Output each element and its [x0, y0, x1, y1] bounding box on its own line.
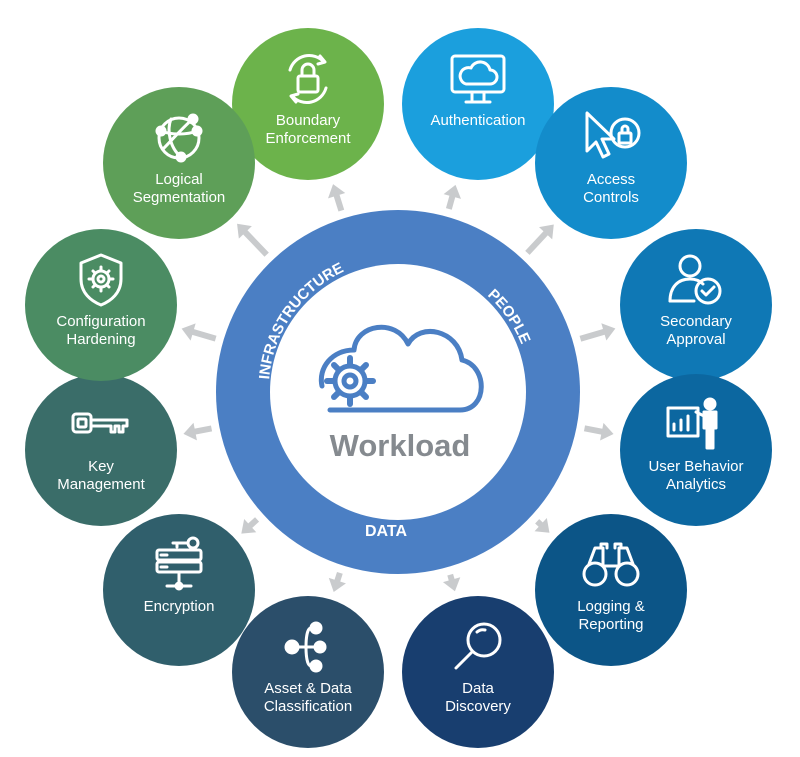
- node-data-discovery: Data Discovery: [402, 596, 554, 748]
- arrow-head: [600, 422, 614, 441]
- arrow-head: [328, 577, 346, 593]
- node-label: Key Management: [57, 458, 145, 493]
- node-label: Secondary Approval: [660, 313, 732, 348]
- central-core: [270, 264, 526, 520]
- cursor-lock-icon: [535, 109, 687, 167]
- arrow-shaft: [525, 228, 551, 255]
- branch-icon: [232, 618, 384, 676]
- node-label: Authentication: [430, 112, 526, 129]
- cloud-gear-icon: [318, 324, 484, 413]
- arrow-head: [241, 518, 257, 534]
- node-access-controls: Access Controls: [535, 87, 687, 239]
- arrow-head: [183, 422, 197, 441]
- shield-gear-icon: [25, 251, 177, 309]
- arrow-shaft: [188, 327, 217, 342]
- arrow-shaft: [579, 327, 609, 342]
- monitor-cloud-icon: [402, 50, 554, 108]
- node-boundary-enforcement: Boundary Enforcement: [232, 28, 384, 180]
- node-label: Configuration Hardening: [56, 313, 146, 348]
- binoculars-icon: [535, 536, 687, 594]
- node-logging-reporting: Logging & Reporting: [535, 514, 687, 666]
- presenter-chart-icon: [620, 396, 772, 454]
- user-check-icon: [620, 251, 772, 309]
- node-label: Access Controls: [583, 171, 639, 206]
- node-label: Logical Segmentation: [132, 171, 226, 206]
- key-icon: [25, 396, 177, 454]
- arrow-head: [539, 224, 554, 240]
- arrow-head: [601, 323, 616, 341]
- node-label: Boundary Enforcement: [265, 112, 351, 147]
- node-authentication: Authentication: [402, 28, 554, 180]
- node-user-behavior-analytics: User Behavior Analytics: [620, 374, 772, 526]
- node-label: Asset & Data Classification: [263, 680, 353, 715]
- arrow-head: [328, 184, 346, 199]
- node-configuration-hardening: Configuration Hardening: [25, 229, 177, 381]
- connector-arrows: [181, 184, 616, 593]
- center-title: Workload: [329, 428, 471, 463]
- node-label: Data Discovery: [445, 680, 511, 715]
- node-secondary-approval: Secondary Approval: [620, 229, 772, 381]
- lock-cycle-icon: [232, 50, 384, 108]
- node-label: Encryption: [143, 598, 215, 615]
- network-globe-icon: [103, 109, 255, 167]
- ring-label-data: DATA: [365, 523, 408, 540]
- arrow-head: [237, 223, 252, 239]
- arrow-head: [443, 184, 461, 199]
- arrow-head: [442, 577, 461, 592]
- node-label: Logging & Reporting: [577, 598, 645, 633]
- node-key-management: Key Management: [25, 374, 177, 526]
- node-encryption: Encryption: [103, 514, 255, 666]
- magnifier-icon: [402, 618, 554, 676]
- arrow-head: [534, 518, 550, 533]
- node-asset-data-classification: Asset & Data Classification: [232, 596, 384, 748]
- node-logical-segmentation: Logical Segmentation: [103, 87, 255, 239]
- arrow-head: [181, 323, 196, 341]
- arrow-shaft: [240, 227, 269, 257]
- server-key-icon: [103, 536, 255, 594]
- node-label: User Behavior Analytics: [648, 458, 744, 493]
